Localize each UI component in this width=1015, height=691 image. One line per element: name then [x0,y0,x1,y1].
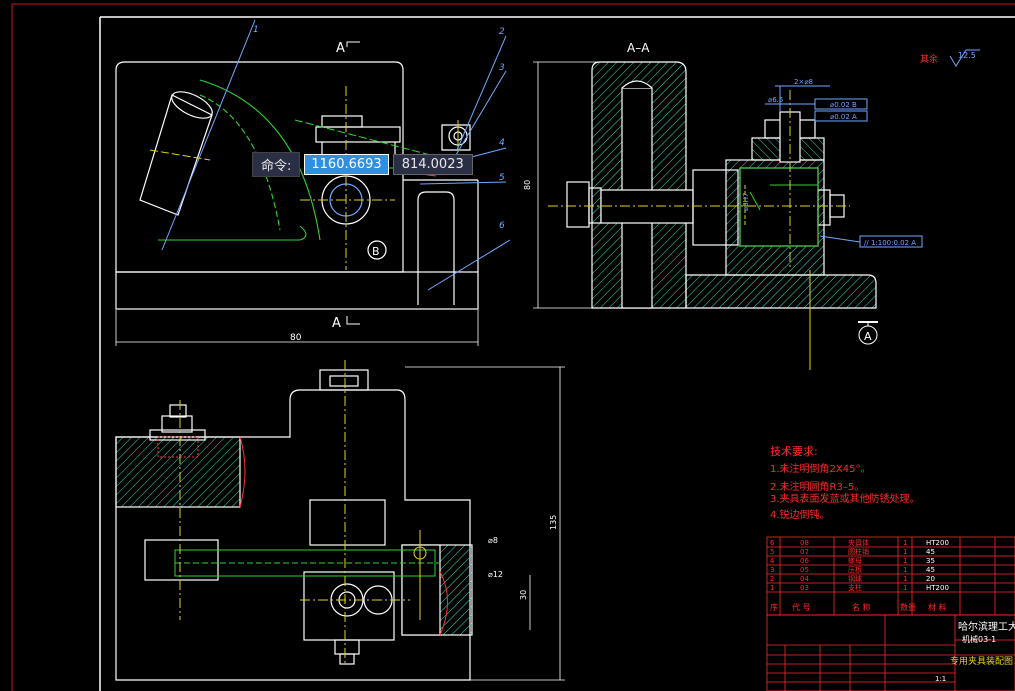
header-name: 名 称 [852,602,871,612]
parts-cell-mat: 20 [926,575,935,583]
parts-cell-no: 3 [770,566,774,574]
title-school: 哈尔滨理工大 [958,620,1015,633]
top-view-dims [405,366,565,681]
gdt-callouts [765,85,923,248]
parts-cell-code: 05 [800,566,809,574]
section-aa-green [739,167,819,247]
parts-cell-qty: 1 [903,575,907,583]
parts-cell-mat: HT200 [926,539,949,547]
header-code: 代 号 [792,602,811,612]
aa-dim-label: 80 [523,180,532,190]
top-view-red [157,436,448,636]
parts-cell-mat: 45 [926,548,935,556]
svg-text:4: 4 [499,138,505,148]
parts-cell-code: 08 [800,539,809,547]
header-mat: 材 料 [928,602,947,612]
section-aa-dim [533,61,600,309]
front-leader-numbers: 1 2 3 4 5 6 [253,25,505,231]
title-class: 机械03-1 [962,634,996,644]
dim-135-label: 135 [549,515,558,530]
parts-header: 序 代 号 名 称 数量 材 料 [770,602,947,612]
parts-cell-qty: 1 [903,584,907,592]
parts-cell-name: 钢球 [848,574,862,583]
parts-cell-qty: 1 [903,557,907,565]
parts-cell-name: 压板 [848,565,862,574]
svg-text:2: 2 [499,27,505,37]
svg-text:1: 1 [253,25,259,35]
front-cylinder [139,91,213,216]
gdt-text: 2×⌀8 ⌀6.5 ⌀0.02 B ⌀0.02 A // 1:100:0.02 … [742,78,916,247]
b-circle-label: B [372,245,380,258]
datum-a-label: A [864,330,872,343]
surface-label: 其余 [920,53,938,65]
parts-cell-qty: 1 [903,539,907,547]
y-coordinate-input[interactable]: 814.0023 [392,153,473,175]
dim-30-label: 30 [519,590,528,600]
parts-cell-qty: 1 [903,548,907,556]
title-block-text: 哈尔滨理工大 机械03-1 专用夹具装配图 1:1 [935,620,1015,683]
svg-text:2×⌀8: 2×⌀8 [794,78,813,86]
parts-cell-name: 螺母 [848,556,862,565]
parts-cell-name: 圆柱销 [848,547,869,556]
parts-cell-name: 支柱 [848,583,862,592]
section-arrow-bottom [346,316,360,325]
b-circle [367,240,387,260]
tech-item-1: 1.未注明倒角2X45°。 [770,462,870,475]
parts-cell-code: 07 [800,548,809,556]
section-label-a-top: A [336,41,345,56]
svg-text:// 1:100:0.02 A: // 1:100:0.02 A [864,239,916,247]
section-aa-axes [548,90,850,370]
parts-cell-code: 04 [800,575,809,583]
tech-item-2: 2.未注明圆角R3–5。 [770,480,864,493]
parts-cell-name: 夹具体 [848,538,869,547]
top-view-green [174,549,440,577]
x-coordinate-input[interactable]: 1160.6693 [304,153,389,175]
section-label-a-bottom: A [332,316,341,331]
dim-80 [115,310,479,346]
tech-item-4: 4.锐边倒钝。 [770,508,830,521]
parts-cell-no: 6 [770,539,775,547]
tech-title: 技术要求: [770,445,818,458]
section-aa-body [566,61,877,309]
svg-text:⌀6.5: ⌀6.5 [768,96,783,104]
header-qty: 数量 [900,602,916,612]
parts-cell-no: 2 [770,575,774,583]
parts-cell-no: 5 [770,548,774,556]
svg-text:⌀0.02 B: ⌀0.02 B [830,101,857,109]
title-scale: 1:1 [935,675,946,683]
tech-item-3: 3.夹具表面发蓝或其他防锈处理。 [770,492,920,505]
parts-cell-no: 4 [770,557,775,565]
section-title-aa: A–A [627,41,650,55]
dim-d12-label: ⌀12 [488,570,503,579]
svg-text:6: 6 [499,221,505,231]
svg-text:5: 5 [499,173,505,183]
parts-cell-mat: 45 [926,566,935,574]
top-view-axes [179,360,427,665]
parts-cell-no: 1 [770,584,774,592]
parts-cell-code: 06 [800,557,809,565]
svg-text:3: 3 [499,63,505,73]
svg-text:⌀0.02 A: ⌀0.02 A [830,113,857,121]
dim-80-label: 80 [290,333,302,343]
surface-symbol [949,49,980,67]
tech-requirements: 技术要求: 1.未注明倒角2X45°。 2.未注明圆角R3–5。 3.夹具表面发… [770,445,920,521]
command-prompt[interactable]: 命令: 1160.6693 814.0023 [252,151,473,177]
parts-cell-mat: 35 [926,557,935,565]
surface-value: 12.5 [958,51,976,60]
svg-text:⌀8H7: ⌀8H7 [742,193,750,211]
parts-cell-code: 03 [800,584,809,592]
title-block-grid [766,614,1015,691]
dim-d8-label: ⌀8 [488,536,498,545]
header-no: 序 [770,602,778,612]
front-yellow-axes [149,19,511,291]
command-label: 命令: [252,151,301,177]
section-arrow-top [346,41,360,47]
title-drawing: 专用夹具装配图 [950,655,1013,667]
parts-cell-mat: HT200 [926,584,949,592]
parts-cell-qty: 1 [903,566,907,574]
